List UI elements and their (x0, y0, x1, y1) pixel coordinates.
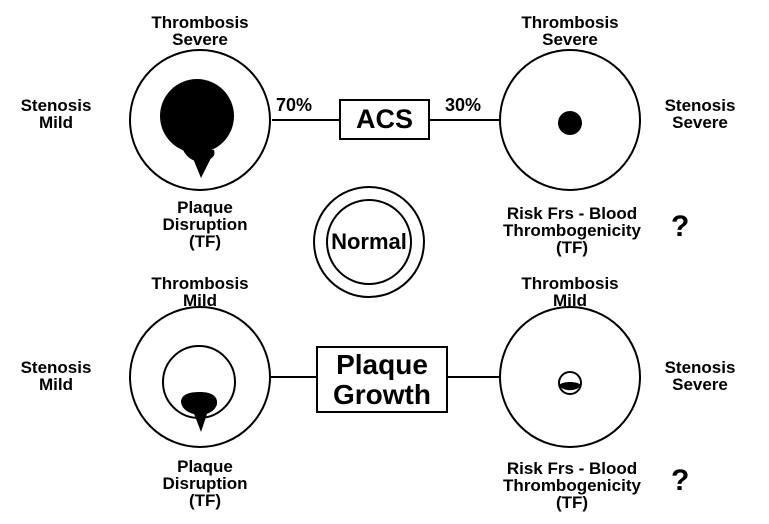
bottom-left-stenosis-label: Stenosis Mild (20, 358, 92, 394)
top-left-cause-label: Plaque Disruption (TF) (162, 198, 248, 251)
top-right-thrombosis-label: Thrombosis Severe (521, 13, 619, 49)
plaque-growth-box: Plaque Growth (316, 346, 448, 413)
bottom-left-cause-label: Plaque Disruption (TF) (162, 457, 248, 510)
vessel-top-right (499, 49, 641, 191)
acs-box: ACS (339, 99, 430, 140)
acs-label: ACS (355, 104, 413, 134)
normal-inner-circle (326, 199, 412, 285)
bottom-right-question-mark: ? (671, 464, 690, 497)
top-right-stenosis-label: Stenosis Severe (664, 96, 736, 132)
vessel-top-left (129, 49, 271, 191)
top-right-cause-label: Risk Frs - Blood Thrombogenicity (TF) (503, 204, 641, 257)
growth-label-line-2: Growth (333, 378, 431, 410)
bottom-right-thrombosis-label: Thrombosis Mild (521, 274, 619, 310)
vessel-normal (313, 186, 425, 298)
top-right-question-mark: ? (671, 210, 690, 243)
vessel-bottom-right (499, 306, 641, 448)
rupture-tip (192, 156, 212, 178)
top-left-stenosis-label: Stenosis Mild (20, 96, 92, 132)
bottom-right-cause-label: Risk Frs - Blood Thrombogenicity (TF) (503, 459, 641, 512)
rupture-tip (193, 411, 208, 432)
thrombus-small (558, 111, 582, 135)
acs-right-percent: 30% (445, 95, 482, 115)
bottom-left-thrombosis-label: Thrombosis Mild (151, 274, 249, 310)
vessel-bottom-left (129, 306, 271, 448)
acs-left-percent: 70% (276, 95, 313, 115)
thrombus-small (559, 382, 581, 391)
thrombus-large (160, 79, 234, 153)
growth-label-line-1: Plaque (336, 348, 428, 380)
plaque-rupture-blob (181, 392, 218, 415)
normal-label: Normal (331, 229, 407, 254)
top-left-thrombosis-label: Thrombosis Severe (151, 13, 249, 49)
bottom-right-stenosis-label: Stenosis Severe (664, 358, 736, 394)
